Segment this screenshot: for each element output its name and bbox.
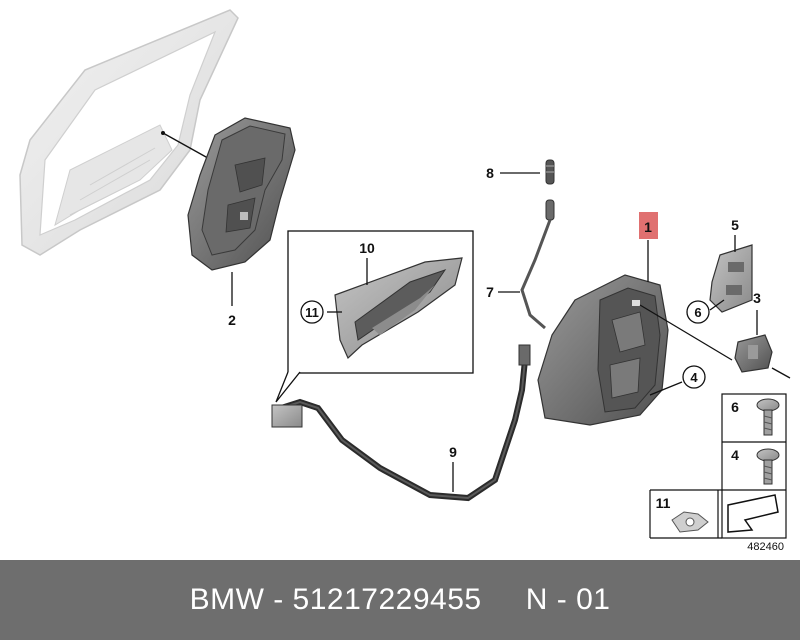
part-8-graphic <box>500 159 555 185</box>
leader-line-part-6 <box>709 299 725 311</box>
callout-2: 2 <box>228 312 236 328</box>
callout-10: 10 <box>359 240 375 256</box>
part-9-graphic <box>271 344 531 502</box>
callout-1: 1 <box>644 219 652 235</box>
callout-6: 6 <box>694 305 701 320</box>
part-1-graphic <box>537 240 733 426</box>
leader-line-part-3-b <box>771 367 791 379</box>
callout-5: 5 <box>731 217 739 233</box>
callout-4: 4 <box>690 370 698 385</box>
callout-6-circle <box>686 300 710 324</box>
screw-6-graphic <box>756 398 780 436</box>
callout-7: 7 <box>486 284 494 300</box>
leader-line-part-4 <box>649 381 683 396</box>
door-frame-graphic <box>19 9 239 256</box>
callout-8: 8 <box>486 165 494 181</box>
callout-1-highlight <box>639 212 658 239</box>
callout-4-circle <box>682 365 706 389</box>
diagram-id: 482460 <box>747 541 784 553</box>
part-7-graphic <box>498 199 555 330</box>
footer-part-number-text: BMW - 51217229455 N - 01 <box>189 583 611 616</box>
part-3-graphic <box>734 310 791 379</box>
direction-arrow-icon <box>727 494 779 533</box>
exploded-parts-diagram: 2 10 11 8 7 1 4 <box>19 9 791 539</box>
callout-11-circle <box>300 300 324 324</box>
legend-item-4: 4 <box>731 447 739 463</box>
leader-line-part-1-clip <box>639 304 733 361</box>
inset-box <box>275 230 474 403</box>
clip-11-graphic <box>671 511 709 533</box>
screw-4-graphic <box>756 448 780 485</box>
footer-bar: BMW - 51217229455 N - 01 <box>0 560 800 640</box>
part-2-graphic <box>187 117 296 306</box>
part-5-graphic <box>709 235 753 313</box>
legend-item-6: 6 <box>731 399 739 415</box>
callout-3: 3 <box>753 290 761 306</box>
callout-9: 9 <box>449 444 457 460</box>
legend-item-11: 11 <box>656 495 671 511</box>
part-10-graphic <box>327 257 463 360</box>
callout-11: 11 <box>305 305 319 320</box>
